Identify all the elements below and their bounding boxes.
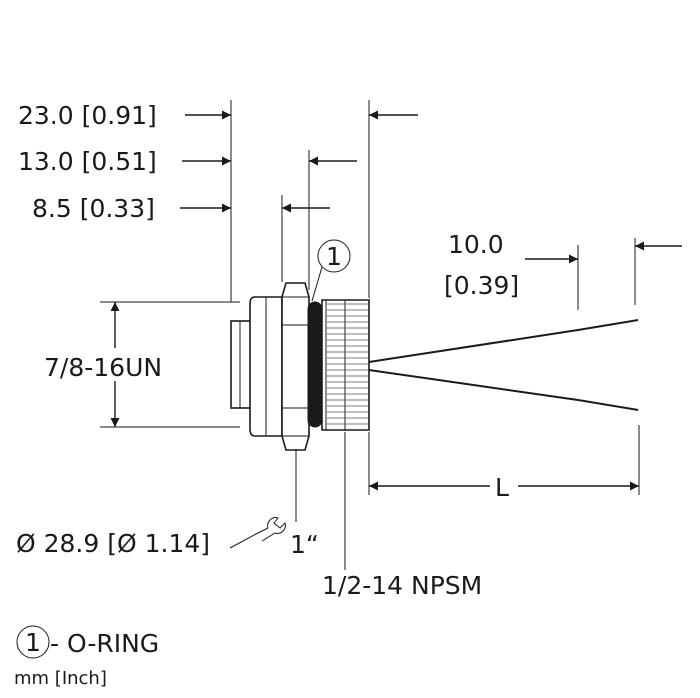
dim-23-label: 23.0 [0.91] [18,101,157,130]
dimension-8-5mm: 8.5 [0.33] [32,194,330,223]
diameter-label: Ø 28.9 [Ø 1.14] [16,529,210,558]
legend-number: 1 [25,628,41,657]
dimension-10mm: 10.0 [0.39] [444,230,682,300]
legend: 1 - O-RING mm [Inch] [14,625,159,689]
length-label: L [495,473,509,502]
o-ring-callout: 1 [311,239,351,302]
thread-npsm-label: 1/2-14 NPSM [322,571,482,600]
diameter-leader: Ø 28.9 [Ø 1.14] 1“ [16,450,319,559]
connector-body [230,282,370,451]
legend-label: - O-RING [50,629,159,658]
legend-circle [16,625,50,659]
dim-10-label-line2: [0.39] [444,271,519,300]
dim-8-5-label: 8.5 [0.33] [32,194,155,223]
dimension-13mm: 13.0 [0.51] [18,147,357,176]
o-ring [307,301,323,428]
dimension-thread-un: 7/8-16UN [44,302,162,427]
callout-circle [317,239,351,273]
callout-number: 1 [326,242,342,271]
extension-lines [100,100,640,495]
dimension-23mm: 23.0 [0.91] [18,101,418,130]
dim-10-label-line1: 10.0 [448,230,504,259]
thread-un-label: 7/8-16UN [44,353,162,382]
wrench-icon [255,517,286,542]
wrench-size-label: 1“ [290,530,319,559]
thread-lines [327,303,368,425]
dimension-length: L [369,473,639,502]
units-note: mm [Inch] [14,668,107,689]
npsm-leader: 1/2-14 NPSM [322,432,482,600]
hex-nut [281,282,310,451]
cable-leads [368,319,639,411]
dim-13-label: 13.0 [0.51] [18,147,157,176]
